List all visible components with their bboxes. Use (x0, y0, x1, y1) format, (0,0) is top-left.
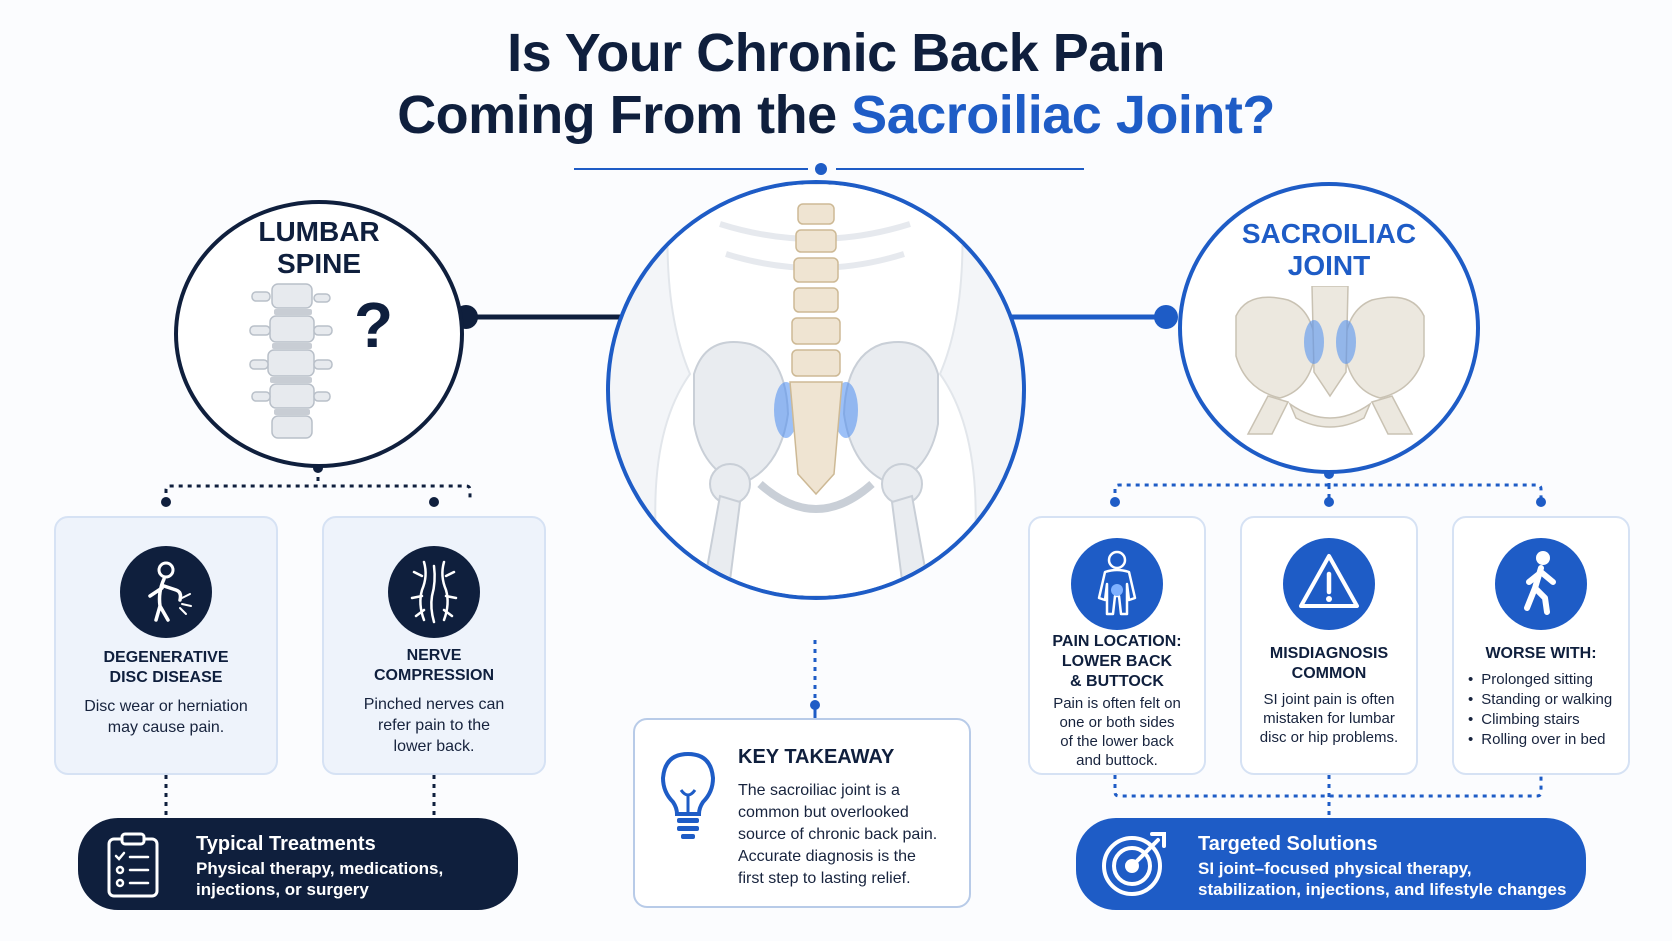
card-degenerative-body: Disc wear or herniation may cause pain. (66, 696, 266, 738)
pill-targeted-solutions: Targeted Solutions SI joint–focused phys… (1076, 818, 1586, 910)
worse-list-item: Rolling over in bed (1468, 730, 1622, 750)
card-misdiagnosis-title: MISDIAGNOSIS COMMON (1250, 644, 1408, 684)
pelvis-anatomy-illustration (654, 184, 977, 596)
card-pain-location-title-3: & BUTTOCK (1070, 673, 1164, 690)
body-lower-back-icon (1071, 538, 1163, 630)
key-takeaway-body: The sacroiliac joint is a common but ove… (738, 780, 937, 890)
pill-treatments-body: Physical therapy, medications, injection… (196, 858, 443, 900)
connector-si-dot (1154, 305, 1178, 329)
pill-treatments-body-1: Physical therapy, medications, (196, 859, 444, 878)
card-pain-location-body-4: and buttock. (1076, 752, 1158, 769)
card-pain-location: PAIN LOCATION: LOWER BACK & BUTTOCK Pain… (1028, 516, 1206, 775)
card-pain-location-title: PAIN LOCATION: LOWER BACK & BUTTOCK (1038, 632, 1196, 692)
card-misdiagnosis-title-2: COMMON (1291, 665, 1367, 682)
card-nerve-body-2: refer pain to the (377, 717, 491, 734)
card-degenerative-disc: DEGENERATIVE DISC DISEASE Disc wear or h… (54, 516, 278, 775)
card-nerve-title-1: NERVE (406, 647, 462, 664)
card-misdiagnosis-body: SI joint pain is often mistaken for lumb… (1246, 690, 1412, 747)
card-pain-location-title-1: PAIN LOCATION: (1052, 633, 1182, 650)
title-accent: Sacroiliac Joint? (851, 85, 1275, 145)
card-misdiagnosis-body-3: disc or hip problems. (1259, 729, 1399, 746)
key-takeaway-body-5: first step to lasting relief. (738, 870, 911, 887)
nerves-icon (388, 546, 480, 638)
worse-list-item: Climbing stairs (1468, 710, 1622, 730)
pill-treatments-title: Typical Treatments (196, 833, 376, 855)
card-nerve-body-1: Pinched nerves can (363, 696, 505, 713)
walking-person-icon (1495, 538, 1587, 630)
card-degenerative-title-1: DEGENERATIVE (103, 649, 229, 666)
card-nerve-title-2: COMPRESSION (373, 667, 494, 684)
back-pain-person-icon (120, 546, 212, 638)
lumbar-tree-dot-left (161, 497, 171, 507)
warning-triangle-icon (1283, 538, 1375, 630)
card-pain-location-body-1: Pain is often felt on (1053, 695, 1181, 712)
center-pelvis-circle (606, 180, 1026, 600)
title-rule-right (836, 168, 1084, 170)
pill-solutions-body-1: SI joint–focused physical therapy, (1198, 859, 1472, 878)
si-pelvis-illustration (1235, 286, 1425, 435)
card-pain-location-body: Pain is often felt on one or both sides … (1034, 694, 1200, 770)
title-rule-left (574, 168, 808, 170)
title-line-2: Coming From the Sacroiliac Joint? (0, 84, 1672, 146)
card-degenerative-body-1: Disc wear or herniation (84, 698, 248, 715)
card-degenerative-title: DEGENERATIVE DISC DISEASE (64, 648, 268, 688)
pill-treatments-body-2: injections, or surgery (196, 880, 369, 899)
key-takeaway-body-3: source of chronic back pain. (738, 826, 938, 843)
card-nerve-compression: NERVE COMPRESSION Pinched nerves can ref… (322, 516, 546, 775)
key-takeaway-body-1: The sacroiliac joint is a (738, 782, 900, 799)
card-pain-location-body-2: one or both sides (1059, 714, 1175, 731)
si-tree-dot-mid (1324, 497, 1334, 507)
key-takeaway-body-4: Accurate diagnosis is the (738, 848, 916, 865)
title-line-1: Is Your Chronic Back Pain (507, 23, 1165, 83)
card-nerve-body: Pinched nerves can refer pain to the low… (334, 694, 534, 757)
card-worse-title-1: WORSE WITH: (1485, 645, 1597, 662)
lumbar-tree-dot-right (429, 497, 439, 507)
card-pain-location-title-2: LOWER BACK (1061, 653, 1173, 670)
card-misdiagnosis-body-1: SI joint pain is often (1263, 691, 1395, 708)
pill-solutions-body-2: stabilization, injections, and lifestyle… (1198, 880, 1567, 899)
pill-typical-treatments: Typical Treatments Physical therapy, med… (78, 818, 518, 910)
si-joint-circle: SACROILIAC JOINT (1178, 182, 1480, 474)
card-degenerative-title-2: DISC DISEASE (109, 669, 223, 686)
card-nerve-body-3: lower back. (393, 738, 475, 755)
target-icon (1102, 832, 1166, 896)
card-misdiagnosis-title-1: MISDIAGNOSIS (1269, 645, 1389, 662)
si-tree-dot-left (1110, 497, 1120, 507)
si-label-line-2: JOINT (1287, 250, 1371, 281)
lumbar-label-line-1: LUMBAR (258, 216, 380, 247)
title-rule-dot (815, 163, 827, 175)
pill-solutions-body: SI joint–focused physical therapy, stabi… (1198, 858, 1566, 900)
card-worse-list: Prolonged sitting Standing or walking Cl… (1468, 670, 1622, 750)
lumbar-spine-label: LUMBAR SPINE (178, 216, 460, 280)
lumbar-vertebrae-illustration (249, 283, 333, 439)
worse-list-item: Standing or walking (1468, 690, 1622, 710)
card-pain-location-body-3: of the lower back (1060, 733, 1174, 750)
si-tree-dot-right (1536, 497, 1546, 507)
key-takeaway-title: KEY TAKEAWAY (738, 746, 895, 768)
title-line-2-prefix: Coming From the (397, 85, 852, 145)
question-mark-icon: ? (354, 289, 394, 361)
key-takeaway-box: KEY TAKEAWAY The sacroiliac joint is a c… (633, 718, 971, 908)
clipboard-checklist-icon (107, 832, 159, 898)
card-misdiagnosis-body-2: mistaken for lumbar (1263, 710, 1395, 727)
lumbar-spine-circle: LUMBAR SPINE ? (174, 200, 464, 468)
lumbar-label-line-2: SPINE (276, 248, 362, 279)
card-misdiagnosis: MISDIAGNOSIS COMMON SI joint pain is oft… (1240, 516, 1418, 775)
card-worse-with: WORSE WITH: Prolonged sitting Standing o… (1452, 516, 1630, 775)
si-label-line-1: SACROILIAC (1241, 218, 1417, 249)
card-degenerative-body-2: may cause pain. (107, 719, 225, 736)
si-joint-label: SACROILIAC JOINT (1182, 218, 1476, 282)
page-title: Is Your Chronic Back Pain Coming From th… (0, 22, 1672, 146)
lightbulb-icon (660, 751, 716, 839)
pill-solutions-title: Targeted Solutions (1198, 833, 1378, 855)
card-worse-title: WORSE WITH: (1462, 644, 1620, 664)
worse-list-item: Prolonged sitting (1468, 670, 1622, 690)
key-takeaway-body-2: common but overlooked (738, 804, 909, 821)
card-nerve-title: NERVE COMPRESSION (332, 646, 536, 686)
